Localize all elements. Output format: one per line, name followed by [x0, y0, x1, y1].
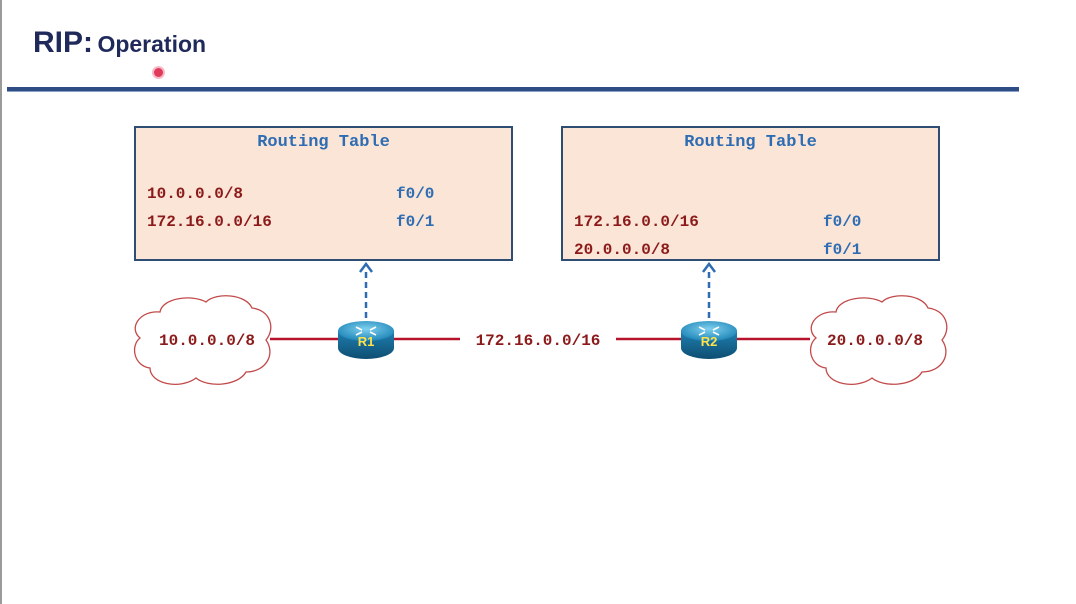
routing-table-header: Routing Table	[684, 133, 817, 152]
route-interface: f0/1	[396, 213, 435, 231]
cloud-right-label: 20.0.0.0/8	[827, 332, 923, 350]
cloud-left-label: 10.0.0.0/8	[159, 332, 255, 350]
title-sub: Operation	[97, 31, 207, 57]
link-label: 172.16.0.0/16	[476, 332, 601, 350]
slide-left-edge	[0, 0, 2, 604]
router-r1: R1	[338, 321, 394, 359]
route-network: 172.16.0.0/16	[147, 213, 272, 231]
route-interface: f0/1	[823, 241, 862, 259]
update-arrow-r2	[702, 261, 716, 318]
route-network: 172.16.0.0/16	[574, 213, 699, 231]
route-interface: f0/0	[396, 185, 435, 203]
router-r2: R2	[681, 321, 737, 359]
router-arrows-icon	[698, 326, 720, 336]
router-arrows-icon	[355, 326, 377, 336]
link-label-bg	[460, 328, 616, 350]
routing-table-row: 172.16.0.0/16 f0/1	[147, 213, 477, 233]
route-network: 20.0.0.0/8	[574, 241, 671, 259]
routing-table-row: 10.0.0.0/8 f0/0	[147, 185, 477, 205]
routing-table-r2: Routing Table 172.16.0.0/16 f0/0 20.0.0.…	[561, 126, 940, 261]
route-interface: f0/0	[823, 213, 862, 231]
pointer-cursor-icon	[154, 68, 163, 77]
update-arrow-r1	[359, 261, 373, 318]
slide-title: RIP: Operation	[33, 26, 206, 60]
routing-table-r1: Routing Table 10.0.0.0/8 f0/0 172.16.0.0…	[134, 126, 513, 261]
routing-table-header: Routing Table	[257, 133, 390, 152]
cloud-right: 20.0.0.0/8	[809, 295, 948, 385]
cloud-left: 10.0.0.0/8	[133, 295, 272, 385]
router-r1-label: R1	[358, 334, 375, 349]
routing-table-row: 20.0.0.0/8 f0/1	[574, 241, 904, 261]
route-network: 10.0.0.0/8	[147, 185, 244, 203]
routing-table-row: 172.16.0.0/16 f0/0	[574, 213, 904, 233]
title-main: RIP:	[33, 26, 93, 59]
title-divider	[7, 87, 1019, 92]
router-r2-label: R2	[701, 334, 718, 349]
